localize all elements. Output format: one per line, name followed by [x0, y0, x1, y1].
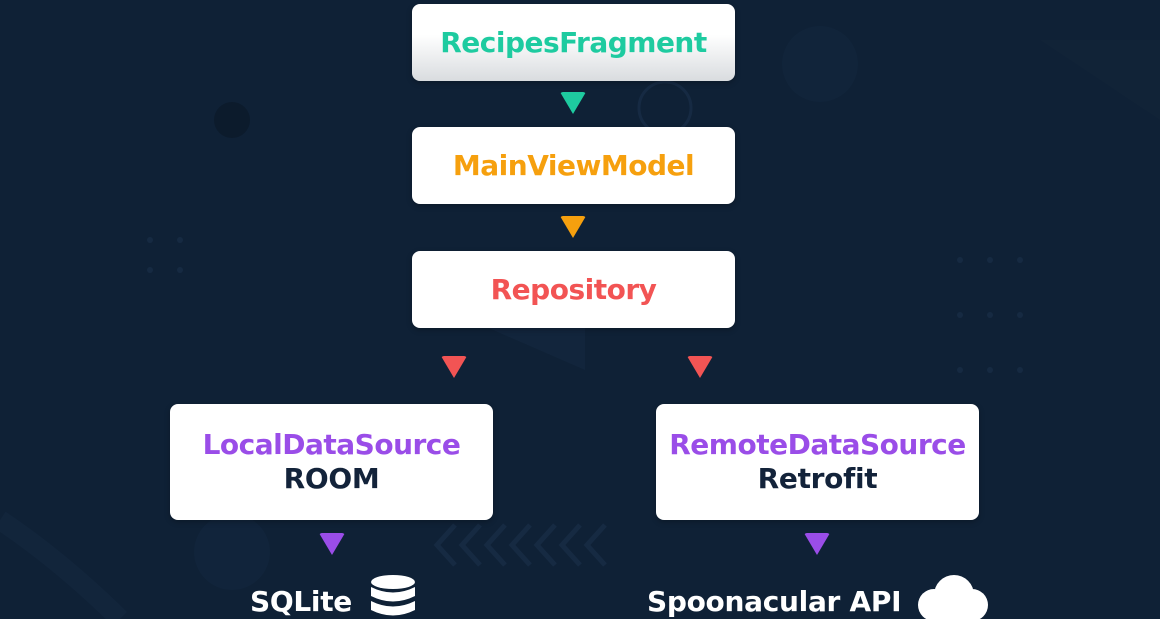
local-datasource-subtitle: ROOM	[283, 462, 380, 495]
recipes-fragment-node: RecipesFragment	[412, 4, 735, 81]
remote-datasource-subtitle: Retrofit	[757, 462, 878, 495]
recipes-fragment-title: RecipesFragment	[440, 25, 707, 59]
arrow-repository-to-local	[441, 356, 467, 378]
arrow-local-to-sqlite	[319, 533, 345, 555]
repository-node: Repository	[412, 251, 735, 328]
repository-title: Repository	[490, 272, 657, 306]
sqlite-label: SQLite	[250, 585, 352, 618]
database-icon	[371, 575, 415, 616]
local-datasource-node: LocalDataSource ROOM	[170, 404, 493, 520]
arrow-fragment-to-viewmodel	[560, 92, 586, 114]
arrow-remote-to-api	[804, 533, 830, 555]
arrow-repository-to-remote	[687, 356, 713, 378]
main-viewmodel-title: MainViewModel	[452, 148, 695, 182]
local-datasource-title: LocalDataSource	[202, 428, 461, 462]
spoonacular-api-label: Spoonacular API	[647, 585, 902, 618]
main-viewmodel-node: MainViewModel	[412, 127, 735, 204]
cloud-icon	[918, 575, 988, 619]
remote-datasource-node: RemoteDataSource Retrofit	[656, 404, 979, 520]
arrow-viewmodel-to-repository	[560, 216, 586, 238]
remote-datasource-title: RemoteDataSource	[669, 428, 966, 462]
